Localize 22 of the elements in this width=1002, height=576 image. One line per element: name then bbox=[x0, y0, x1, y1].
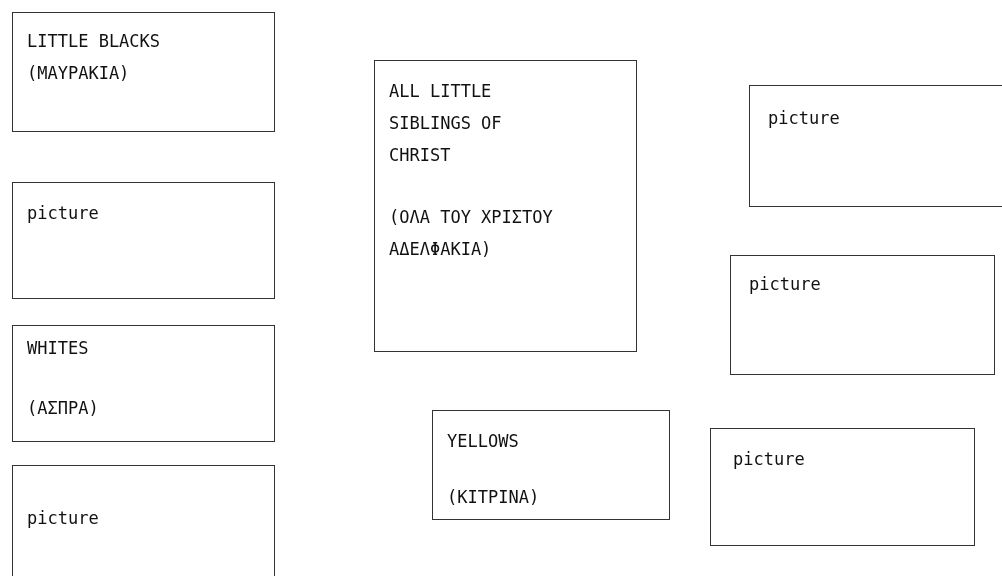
box-heading: WHITES bbox=[27, 337, 90, 360]
text-box bbox=[374, 60, 637, 352]
text-box bbox=[12, 182, 275, 299]
box-subtitle: (ΟΛΑ ΤΟΥ ΧΡΙΣΤΟΥ ΑΔΕΛΦΑΚΙΑ) bbox=[389, 206, 554, 261]
text-box bbox=[730, 255, 995, 375]
box-heading: picture bbox=[749, 273, 822, 296]
text-box bbox=[749, 85, 1002, 207]
box-heading: picture bbox=[768, 107, 841, 130]
box-subtitle: (ΑΣΠΡΑ) bbox=[27, 397, 100, 420]
text-box bbox=[12, 465, 275, 576]
box-heading: YELLOWS bbox=[447, 430, 520, 453]
text-box bbox=[710, 428, 975, 546]
box-heading: picture bbox=[27, 202, 100, 225]
box-subtitle: (ΜΑΥΡΑΚΙΑ) bbox=[27, 62, 131, 85]
box-subtitle: (ΚΙΤΡΙΝΑ) bbox=[447, 486, 541, 509]
text-box bbox=[12, 325, 275, 442]
box-heading: ALL LITTLE SIBLINGS OF CHRIST bbox=[389, 80, 503, 167]
box-heading: picture bbox=[733, 448, 806, 471]
text-box bbox=[432, 410, 670, 520]
text-box bbox=[12, 12, 275, 132]
box-heading: picture bbox=[27, 507, 100, 530]
box-heading: LITTLE BLACKS bbox=[27, 30, 162, 53]
